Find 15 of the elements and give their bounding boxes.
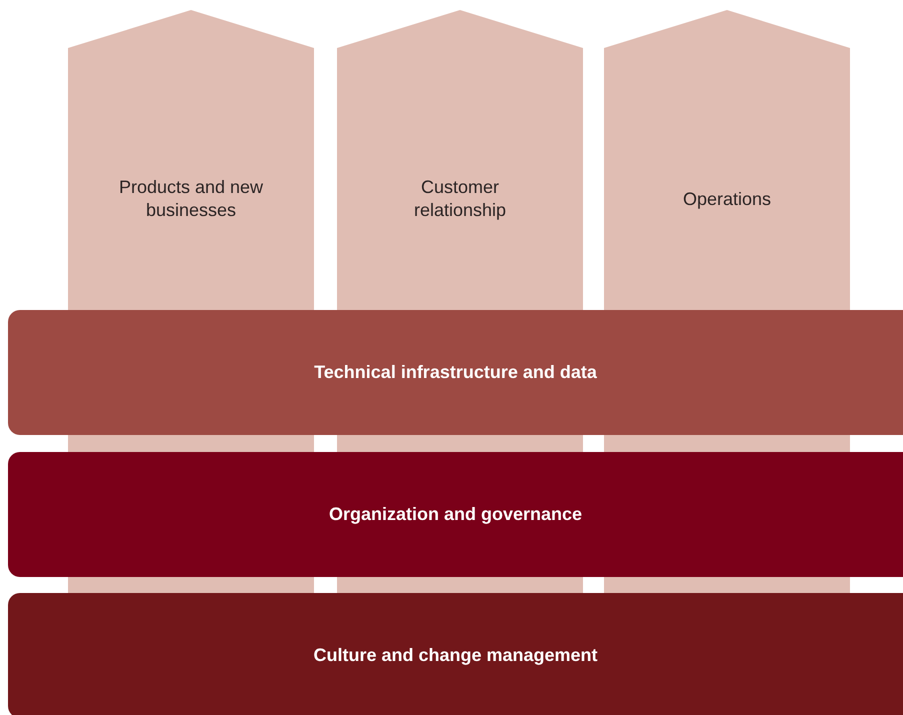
pillar-segment — [337, 577, 583, 593]
pillar-label: Products and new businesses — [118, 176, 264, 222]
foundation-band: Culture and change management — [8, 593, 903, 715]
foundation-band: Technical infrastructure and data — [8, 310, 903, 435]
pillar-segment — [68, 577, 314, 593]
pillar-segment — [68, 435, 314, 452]
pillar-label: Operations — [682, 188, 772, 210]
pillar-segment — [604, 577, 850, 593]
pillar-segment — [337, 435, 583, 452]
pillar-shape — [337, 10, 583, 310]
pillar-shape — [604, 10, 850, 310]
pillar-label: Customer relationship — [412, 176, 508, 222]
foundation-band: Organization and governance — [8, 452, 903, 577]
pillar-shape — [68, 10, 314, 310]
pillar-segment — [604, 435, 850, 452]
